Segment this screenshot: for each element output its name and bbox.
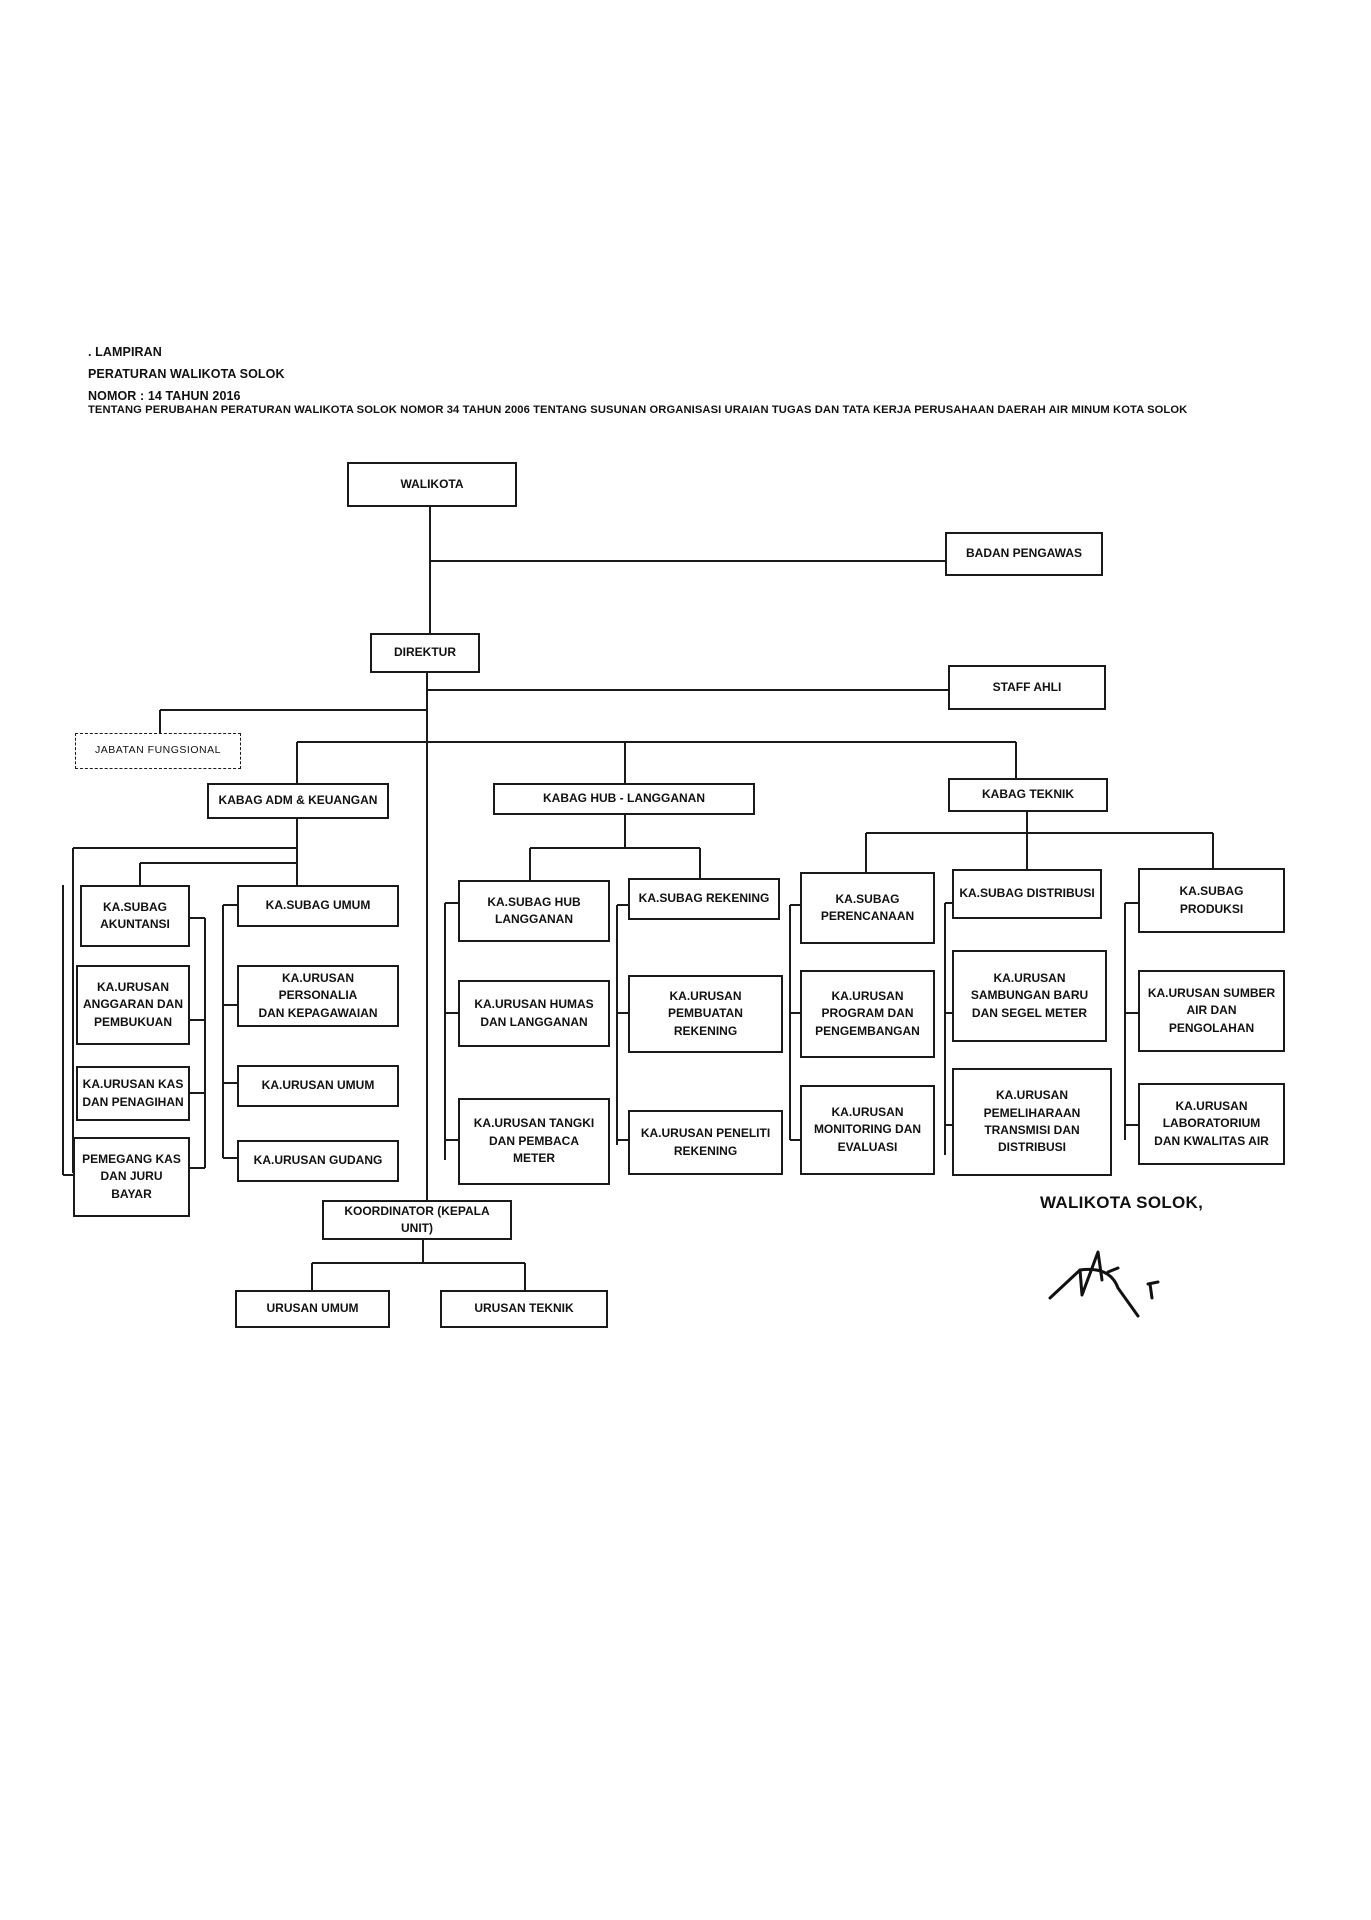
box-unit-urusan-teknik: URUSAN TEKNIK xyxy=(440,1290,608,1328)
box-urusan-sambungan: KA.URUSAN SAMBUNGAN BARU DAN SEGEL METER xyxy=(952,950,1107,1042)
box-urusan-gudang: KA.URUSAN GUDANG xyxy=(237,1140,399,1182)
box-urusan-program: KA.URUSAN PROGRAM DAN PENGEMBANGAN xyxy=(800,970,935,1058)
box-urusan-pemeliharaan: KA.URUSAN PEMELIHARAAN TRANSMISI DAN DIS… xyxy=(952,1068,1112,1176)
box-walikota: WALIKOTA xyxy=(347,462,517,507)
box-urusan-pembuatan: KA.URUSAN PEMBUATAN REKENING xyxy=(628,975,783,1053)
box-badan-pengawas: BADAN PENGAWAS xyxy=(945,532,1103,576)
box-subag-akuntansi: KA.SUBAG AKUNTANSI xyxy=(80,885,190,947)
box-urusan-tangki: KA.URUSAN TANGKI DAN PEMBACA METER xyxy=(458,1098,610,1185)
box-urusan-monitoring: KA.URUSAN MONITORING DAN EVALUASI xyxy=(800,1085,935,1175)
box-kabag-hub: KABAG HUB - LANGGANAN xyxy=(493,783,755,815)
header-number: NOMOR : 14 TAHUN 2016 xyxy=(88,389,241,403)
header-regulation: PERATURAN WALIKOTA SOLOK xyxy=(88,367,285,381)
box-kabag-adm: KABAG ADM & KEUANGAN xyxy=(207,783,389,819)
box-staff-ahli: STAFF AHLI xyxy=(948,665,1106,710)
header-subject: TENTANG PERUBAHAN PERATURAN WALIKOTA SOL… xyxy=(88,404,1188,416)
box-subag-distribusi: KA.SUBAG DISTRIBUSI xyxy=(952,869,1102,919)
handwritten-signature xyxy=(1048,1250,1160,1318)
box-urusan-anggaran: KA.URUSAN ANGGARAN DAN PEMBUKUAN xyxy=(76,965,190,1045)
box-urusan-humas: KA.URUSAN HUMAS DAN LANGGANAN xyxy=(458,980,610,1047)
box-koordinator: KOORDINATOR (KEPALA UNIT) xyxy=(322,1200,512,1240)
box-pemegang-kas: PEMEGANG KAS DAN JURU BAYAR xyxy=(73,1137,190,1217)
box-subag-perencanaan: KA.SUBAG PERENCANAAN xyxy=(800,872,935,944)
box-urusan-personalia: KA.URUSAN PERSONALIA DAN KEPAGAWAIAN xyxy=(237,965,399,1027)
box-urusan-peneliti: KA.URUSAN PENELITI REKENING xyxy=(628,1110,783,1175)
signature-label: WALIKOTA SOLOK, xyxy=(1040,1193,1204,1212)
header-lampiran: . LAMPIRAN xyxy=(88,345,162,359)
box-direktur: DIREKTUR xyxy=(370,633,480,673)
box-subag-produksi: KA.SUBAG PRODUKSI xyxy=(1138,868,1285,933)
box-urusan-sumber: KA.URUSAN SUMBER AIR DAN PENGOLAHAN xyxy=(1138,970,1285,1052)
box-kabag-teknik: KABAG TEKNIK xyxy=(948,778,1108,812)
box-urusan-umum: KA.URUSAN UMUM xyxy=(237,1065,399,1107)
box-unit-urusan-umum: URUSAN UMUM xyxy=(235,1290,390,1328)
box-urusan-kas: KA.URUSAN KAS DAN PENAGIHAN xyxy=(76,1066,190,1121)
box-jabatan-fungsional: JABATAN FUNGSIONAL xyxy=(75,733,241,769)
box-subag-hub: KA.SUBAG HUB LANGGANAN xyxy=(458,880,610,942)
box-urusan-lab: KA.URUSAN LABORATORIUM DAN KWALITAS AIR xyxy=(1138,1083,1285,1165)
box-subag-umum: KA.SUBAG UMUM xyxy=(237,885,399,927)
box-subag-rekening: KA.SUBAG REKENING xyxy=(628,878,780,920)
